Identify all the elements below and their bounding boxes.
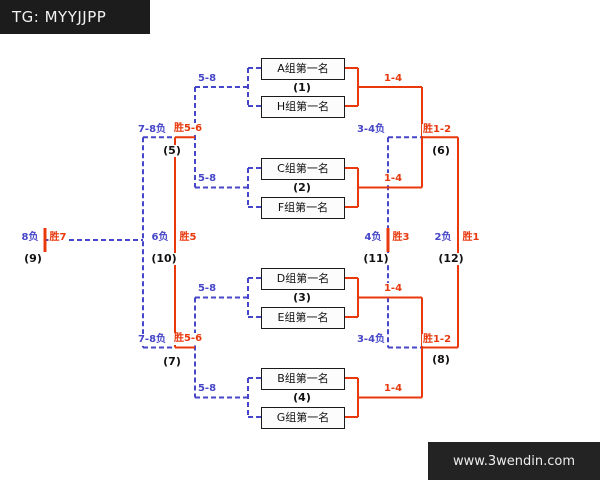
label-win-5-6: 胜5-6 <box>172 333 204 345</box>
placement-winner-3: 胜3 <box>391 232 411 244</box>
label-lose-7-8: 7-8负 <box>136 334 168 346</box>
match-number-3: (3) <box>292 290 312 304</box>
team-box: F组第一名 <box>261 197 345 219</box>
label-lose-3-4: 3-4负 <box>355 334 387 346</box>
placement-loser-4: 4负 <box>363 232 383 244</box>
label-lose-7-8: 7-8负 <box>136 124 168 136</box>
placement-match-ticks <box>43 228 390 252</box>
placement-winner-1: 胜1 <box>461 232 481 244</box>
match-number-1: (1) <box>292 81 312 94</box>
match-number-9: (9) <box>23 252 43 265</box>
team-box: E组第一名 <box>261 307 345 329</box>
label-losers-5-8: 5-8 <box>196 283 218 295</box>
placement-loser-2: 2负 <box>433 232 453 244</box>
match-number-6: (6) <box>431 144 451 157</box>
label-winners-1-4: 1-4 <box>382 283 404 295</box>
team-box: C组第一名 <box>261 158 345 180</box>
match-number-7: (7) <box>162 355 182 368</box>
team-box: B组第一名 <box>261 368 345 390</box>
label-winners-1-4: 1-4 <box>382 73 404 85</box>
team-box: A组第一名 <box>261 58 345 80</box>
watermark-text: www.3wendin.com <box>453 453 575 469</box>
label-lose-3-4: 3-4负 <box>355 124 387 136</box>
match-number-2: (2) <box>292 180 312 194</box>
team-box: G组第一名 <box>261 407 345 429</box>
team-box: D组第一名 <box>261 268 345 290</box>
match-number-10: (10) <box>150 252 178 265</box>
label-win-1-2: 胜1-2 <box>421 124 453 136</box>
match-number-5: (5) <box>162 144 182 157</box>
match-number-11: (11) <box>362 252 390 265</box>
label-losers-5-8: 5-8 <box>196 73 218 85</box>
label-winners-1-4: 1-4 <box>382 383 404 395</box>
page-title: TG: MYYJJPP <box>12 8 107 26</box>
match-number-8: (8) <box>431 353 451 366</box>
page-header: TG: MYYJJPP <box>0 0 150 34</box>
team-box: H组第一名 <box>261 96 345 118</box>
site-watermark: www.3wendin.com <box>428 442 600 480</box>
match-number-12: (12) <box>437 252 465 265</box>
winner-path-lines <box>43 67 459 418</box>
placement-loser-8: 8负 <box>20 232 40 244</box>
label-win-1-2: 胜1-2 <box>421 334 453 346</box>
placement-winner-7: 胜7 <box>48 232 68 244</box>
placement-loser-6: 6负 <box>150 232 170 244</box>
label-win-5-6: 胜5-6 <box>172 123 204 135</box>
placement-winner-5: 胜5 <box>178 232 198 244</box>
label-winners-1-4: 1-4 <box>382 173 404 185</box>
match-number-4: (4) <box>292 390 312 404</box>
label-losers-5-8: 5-8 <box>196 173 218 185</box>
label-losers-5-8: 5-8 <box>196 383 218 395</box>
